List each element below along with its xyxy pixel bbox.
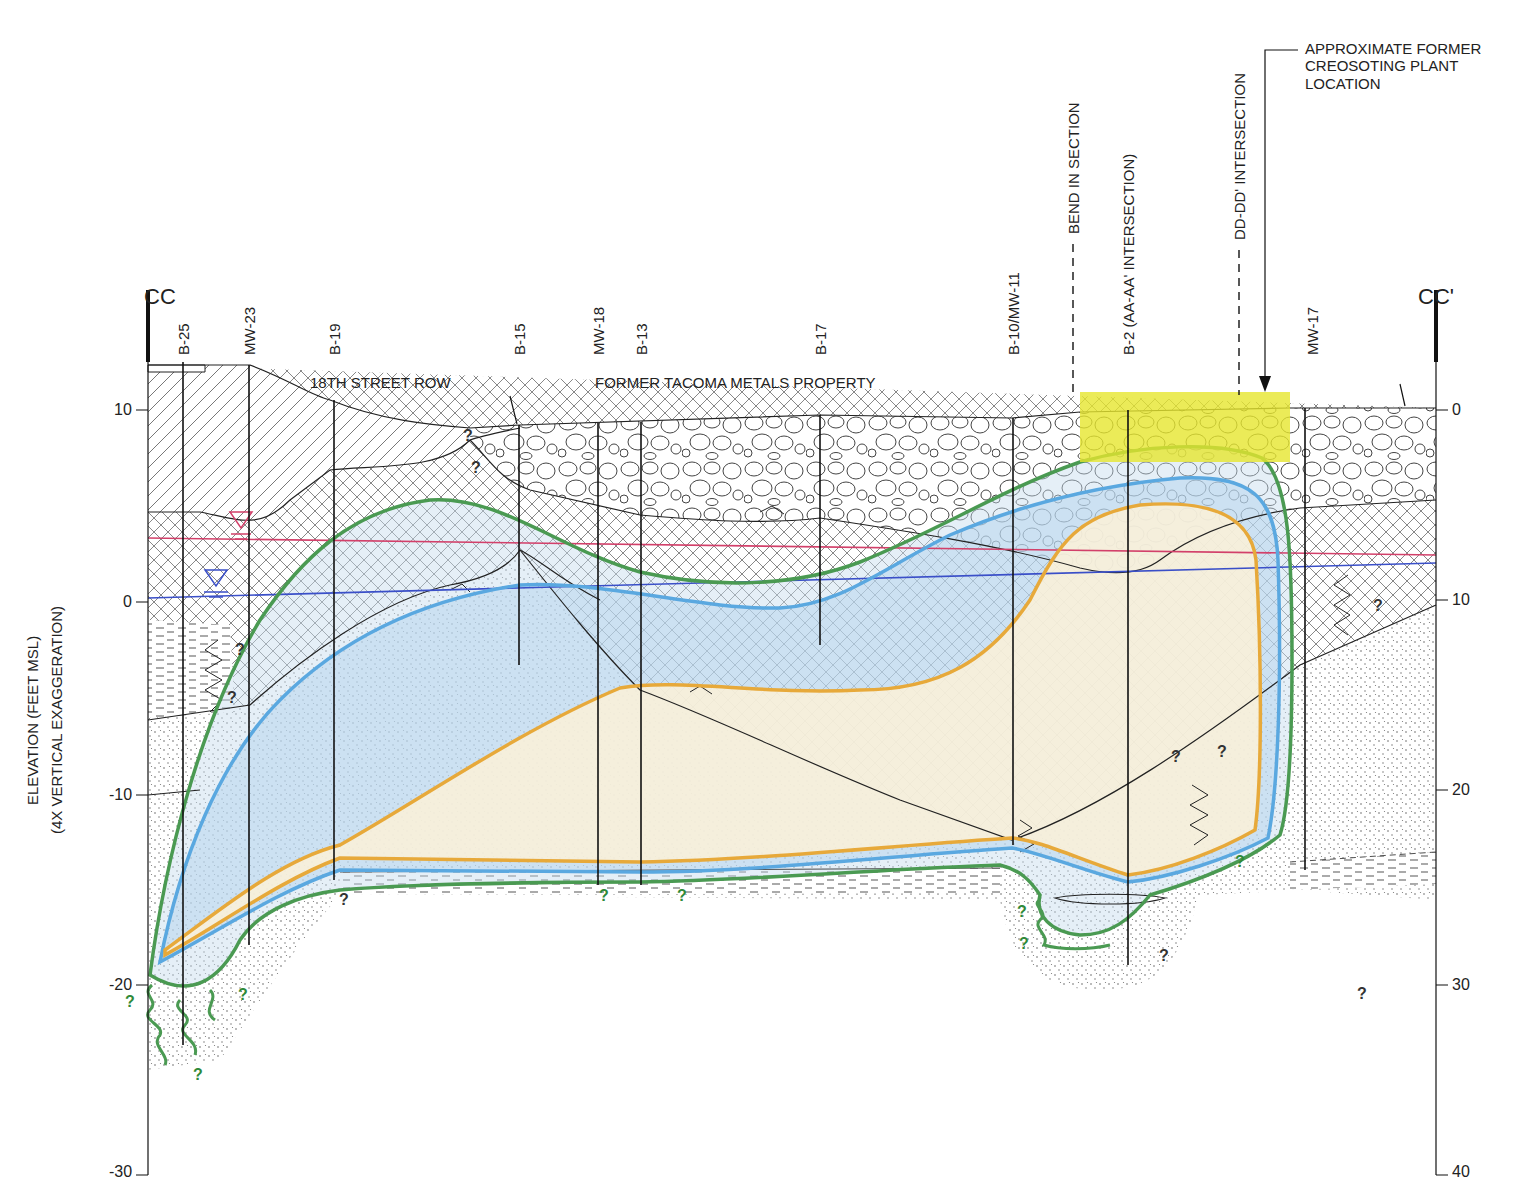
intersection-marker-line — [1238, 250, 1239, 395]
water-table-triangle — [205, 570, 227, 586]
section-note: BEND IN SECTION — [1065, 102, 1082, 234]
section-end-label: CC' — [1418, 284, 1454, 309]
contact-line — [520, 550, 600, 600]
boring-label: MW-18 — [590, 307, 607, 355]
axis-ticks — [136, 410, 148, 1175]
boring-label: B-25 — [175, 323, 192, 355]
uncertain-contact-mark: ? — [677, 887, 687, 905]
axis-ticks — [1436, 410, 1448, 1175]
uncertain-contact-mark: ? — [1171, 748, 1181, 766]
boring-label: MW-17 — [1304, 307, 1321, 355]
interfinger-squiggle — [1018, 820, 1034, 852]
callout-arrowhead — [1259, 376, 1271, 392]
sand-unit — [148, 365, 1436, 1070]
boring-label: B-19 — [326, 323, 343, 355]
axis-tick-label: 0 — [1452, 401, 1461, 419]
axis-tick-label: 0 — [123, 593, 132, 611]
boring-line — [1304, 408, 1306, 870]
uncertain-contact-mark: ? — [125, 993, 135, 1011]
axis-tick-label: 10 — [114, 401, 132, 419]
boring-label: B-15 — [511, 323, 528, 355]
boring-label: B-17 — [812, 323, 829, 355]
uncertain-contact-mark: ? — [1017, 903, 1027, 921]
callout-leader — [1265, 50, 1298, 380]
boring-label: MW-23 — [241, 307, 258, 355]
uncertain-contact-mark: ? — [1019, 935, 1029, 953]
boring-line — [1127, 410, 1129, 965]
uncertain-contact-mark: ? — [1373, 597, 1383, 615]
callout-note: APPROXIMATE FORMER CREOSOTING PLANT LOCA… — [1305, 40, 1527, 92]
axis-tick-label: 10 — [1452, 591, 1470, 609]
axis-line — [147, 362, 148, 1175]
section-end-label: CC — [144, 284, 176, 309]
boring-label: B-2 (AA-AA' INTERSECTION) — [1120, 154, 1137, 355]
interfinger-squiggle — [1334, 575, 1350, 635]
axis-tick-label: 20 — [1452, 781, 1470, 799]
boring-line — [518, 425, 520, 665]
boring-label: B-13 — [633, 323, 650, 355]
uncertain-contact-mark: ? — [238, 986, 248, 1004]
plume-inner-outline — [165, 504, 1260, 955]
contact-line — [148, 550, 1436, 840]
uncertain-contact-mark: ? — [339, 891, 349, 909]
water-table-tick — [204, 592, 228, 597]
property-label: FORMER TACOMA METALS PROPERTY — [595, 374, 876, 391]
interfinger-squiggle — [1190, 785, 1208, 845]
uncertain-contact-mark: ? — [599, 887, 609, 905]
uncertain-contact-mark: ? — [235, 641, 245, 659]
interfingering-contacts — [205, 506, 1350, 852]
boring-label: B-10/MW-11 — [1005, 272, 1022, 355]
water-table-symbol — [204, 570, 228, 597]
plume-outer-fringe — [148, 900, 1110, 1065]
property-label: 18TH STREET ROW — [310, 374, 451, 391]
elevation-axes — [136, 290, 1448, 1175]
uncertain-contact-mark: ? — [1159, 947, 1169, 965]
fill-lens — [148, 365, 205, 372]
boring-line — [597, 423, 599, 885]
boring-line — [1012, 418, 1014, 845]
boring-line — [182, 362, 184, 1045]
axis-tick-label: 30 — [1452, 976, 1470, 994]
uncertain-contact-mark: ? — [471, 459, 481, 477]
uncertain-contact-mark: ? — [1357, 985, 1367, 1003]
axis-tick-label: 40 — [1452, 1163, 1470, 1181]
axis-tick-label: -10 — [109, 786, 132, 804]
plume-outer-fill — [150, 447, 1292, 986]
geologic-contacts — [148, 365, 1436, 904]
uncertain-contact-mark: ? — [1235, 853, 1245, 871]
uncertain-contact-mark: ? — [227, 689, 237, 707]
uncertain-contact-mark: ? — [1217, 743, 1227, 761]
section-note: DD-DD' INTERSECTION — [1231, 73, 1248, 240]
water-table-line — [148, 538, 1436, 555]
interfinger-squiggle — [760, 506, 784, 514]
row-boundary-tick — [1400, 384, 1405, 406]
bend-marker-line — [1072, 244, 1073, 395]
axis-line — [1435, 362, 1436, 1175]
uncertain-contact-mark: ? — [463, 427, 473, 445]
silt-lens — [1290, 852, 1436, 890]
boring-line — [333, 400, 335, 880]
uncertain-contact-mark: ? — [193, 1066, 203, 1084]
section-markers — [1073, 244, 1239, 395]
interfinger-squiggle — [450, 584, 470, 592]
axis-tick-label: -30 — [109, 1163, 132, 1181]
creosote-plant-highlight — [1080, 392, 1290, 462]
contact-line — [148, 790, 200, 795]
plume-outer-outline — [150, 447, 1292, 986]
axis-title: (4X VERTICAL EXAGGERATION) — [48, 606, 65, 834]
boring-lines — [183, 362, 1305, 1045]
contact-line — [1290, 852, 1436, 862]
axis-title: ELEVATION (FEET MSL) — [24, 635, 41, 804]
axis-tick-label: -20 — [109, 976, 132, 994]
boring-line — [819, 415, 821, 645]
row-boundary-tick — [510, 396, 517, 424]
leader-lines — [510, 50, 1405, 424]
boring-line — [248, 365, 250, 945]
plume-middle-outline — [160, 478, 1280, 962]
boring-line — [640, 422, 642, 885]
water-table-tick — [231, 534, 251, 539]
